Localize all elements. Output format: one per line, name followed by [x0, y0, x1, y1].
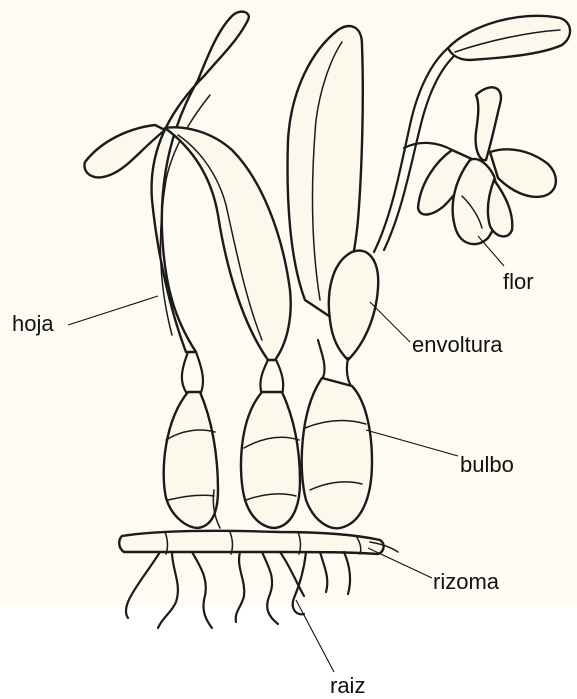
right-bulb — [302, 378, 372, 528]
rhizome-stem — [119, 531, 383, 554]
label-hoja: hoja — [12, 313, 54, 335]
label-bulbo: bulbo — [460, 454, 514, 476]
middle-bulb — [241, 392, 300, 528]
label-raiz: raiz — [330, 675, 365, 697]
label-rizoma: rizoma — [433, 571, 499, 593]
label-flor: flor — [503, 271, 534, 293]
leader-raiz — [296, 600, 334, 672]
label-envoltura: envoltura — [412, 334, 503, 356]
